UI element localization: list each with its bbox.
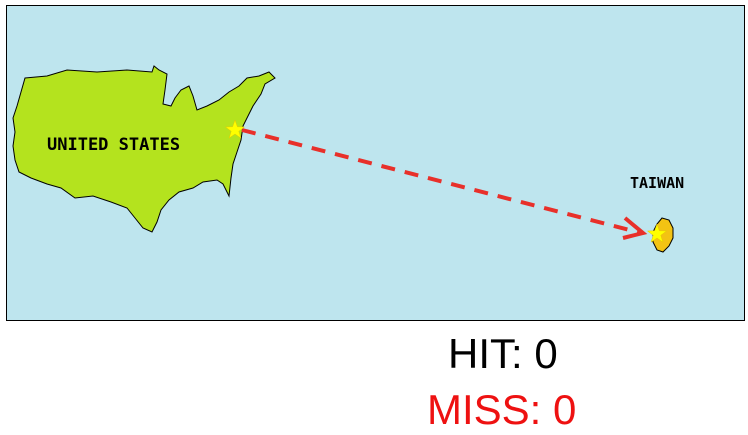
taiwan-label: TAIWAN [630, 174, 685, 192]
missile-trajectory [241, 128, 642, 235]
miss-count: 0 [553, 386, 577, 433]
game-map[interactable]: UNITED STATES TAIWAN [6, 5, 745, 321]
origin-star-icon [224, 119, 246, 139]
map-canvas [12, 65, 674, 253]
hit-counter: HIT: 0 [448, 333, 558, 375]
miss-label: MISS: [427, 386, 554, 433]
united-states-label: UNITED STATES [47, 135, 181, 155]
hit-count: 0 [534, 330, 558, 377]
trajectory-arrowhead-icon [622, 216, 648, 240]
miss-counter: MISS: 0 [427, 389, 576, 431]
target-star-icon[interactable] [646, 223, 668, 243]
united-states-landmass [12, 65, 276, 233]
hit-label: HIT: [448, 330, 535, 377]
